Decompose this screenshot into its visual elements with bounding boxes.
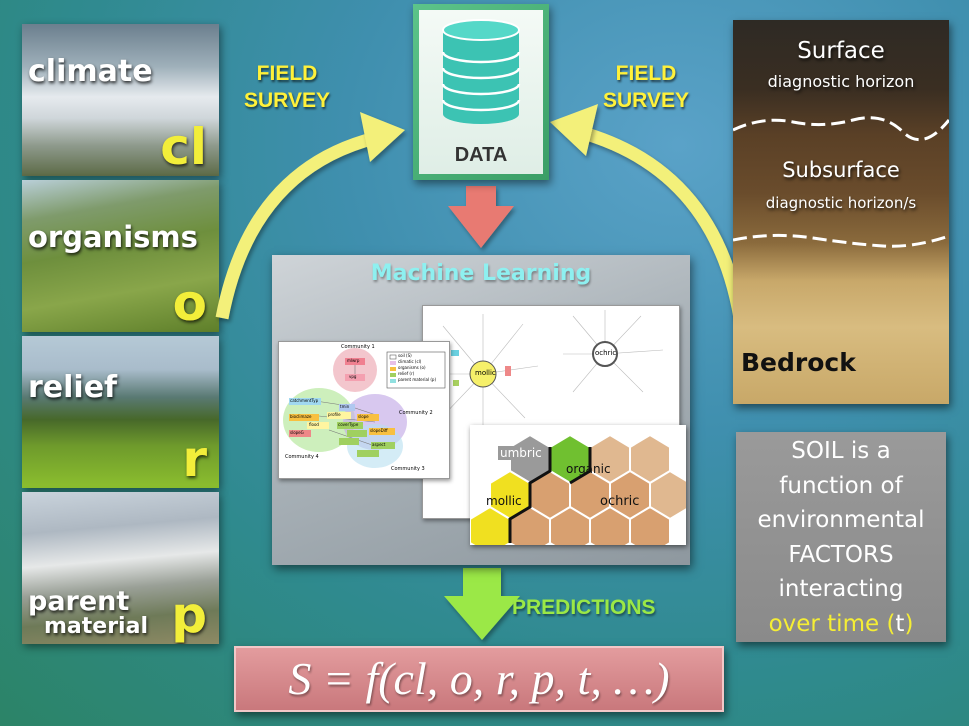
radial-plot	[431, 310, 664, 434]
organisms-panel: organisms o	[22, 180, 219, 332]
soil-function-box: SOIL is a function of environmental FACT…	[736, 432, 946, 642]
ml-title: Machine Learning	[370, 261, 592, 286]
climate-panel: climate cl	[22, 24, 219, 176]
surface-label: Surface	[797, 38, 885, 64]
surface-sub-label: diagnostic horizon	[767, 72, 915, 91]
hex-label-mollic: mollic	[486, 494, 522, 508]
graph-node: mlwrp	[347, 358, 360, 363]
graph-node: tmin	[340, 404, 350, 409]
community-legend-item: soil (S)	[398, 353, 412, 358]
soil-function-line6: over time (t)	[736, 607, 946, 642]
community-legend-item: parent material (p)	[398, 377, 437, 382]
community-label-4: Community 4	[285, 454, 319, 460]
subsurface-sub-label: diagnostic horizon/s	[765, 194, 917, 212]
left-survey-arrow	[215, 131, 377, 320]
field-survey-left-line1: FIELD	[256, 62, 318, 85]
data-box: DATA	[413, 4, 549, 180]
community-graph-card: Community 1 Community 2 Community 3 Comm…	[278, 341, 450, 479]
graph-node: vpg	[349, 374, 357, 379]
relief-panel: relief r	[22, 336, 219, 488]
graph-node: flood	[309, 422, 319, 427]
field-survey-left: FIELD SURVEY	[244, 60, 330, 114]
community-legend-item: climatic (cl)	[398, 359, 422, 364]
soil-function-line2: function of	[779, 472, 903, 499]
formula-box: S = f(cl, o, r, p, t, …)	[234, 646, 724, 712]
graph-node: aspect	[372, 442, 386, 447]
parent-material-panel: parent material p	[22, 492, 219, 644]
organisms-letter: o	[172, 274, 207, 332]
data-box-inner: DATA	[419, 10, 543, 174]
horizon-boundaries	[733, 116, 949, 248]
bedrock-label: Bedrock	[741, 348, 856, 377]
graph-node: slope	[358, 414, 369, 419]
community-label-3: Community 3	[391, 466, 425, 472]
over-time-close: )	[904, 610, 914, 637]
data-to-ml-arrow	[448, 186, 514, 248]
climate-letter: cl	[160, 118, 207, 176]
community-legend-item: relief (r)	[398, 371, 415, 376]
graph-node: slopeG	[290, 430, 304, 435]
parent-material-letter: p	[171, 586, 207, 644]
field-survey-right-line1: FIELD	[615, 62, 677, 85]
database-icon	[441, 19, 521, 124]
field-survey-right: FIELD SURVEY	[603, 60, 689, 114]
community-legend: soil (S) climatic (cl) organisms (o) rel…	[398, 353, 436, 383]
soil-function-line1: SOIL is a	[791, 438, 891, 464]
hex-label-umbric: umbric	[498, 446, 544, 460]
community-label-2: Community 2	[399, 410, 433, 416]
climate-label: climate	[28, 54, 153, 89]
community-legend-item: organisms (o)	[398, 365, 426, 370]
over-time-text: over time (	[768, 610, 896, 637]
time-variable: t	[895, 610, 905, 637]
parent-material-label-1: parent	[28, 586, 130, 617]
data-label: DATA	[454, 144, 508, 166]
predictions-label: PREDICTIONS	[512, 596, 656, 619]
field-survey-left-line2: SURVEY	[244, 89, 330, 112]
soil-profile-image: Surface diagnostic horizon Subsurface di…	[733, 20, 949, 404]
graph-node: slopeDiff	[370, 428, 388, 433]
hex-map-card: umbric organic mollic ochric	[470, 425, 686, 545]
relief-label: relief	[28, 370, 118, 405]
left-survey-arrowhead	[360, 112, 405, 162]
organisms-label: organisms	[28, 220, 198, 254]
predictions-arrow	[444, 568, 520, 640]
relief-letter: r	[182, 430, 207, 488]
graph-node: bioclimaze	[290, 414, 312, 419]
graph-node: catchmentTyp	[290, 398, 319, 403]
subsurface-label: Subsurface	[782, 158, 900, 182]
community-graph	[283, 348, 446, 468]
soil-function-line3: environmental	[757, 507, 925, 533]
right-survey-arrowhead	[550, 104, 598, 156]
radial-label-mollic: mollic	[475, 369, 496, 377]
field-survey-right-line2: SURVEY	[603, 89, 689, 112]
graph-node: coverType	[338, 422, 359, 427]
formula-text: S = f(cl, o, r, p, t, …)	[288, 653, 670, 704]
parent-material-label-2: material	[44, 614, 148, 639]
right-survey-arrow	[578, 125, 747, 320]
community-label-1: Community 1	[341, 344, 375, 350]
soil-function-line4: FACTORS	[788, 541, 894, 568]
hex-map	[470, 433, 686, 545]
hex-label-ochric: ochric	[600, 494, 640, 509]
graph-node: profile	[328, 412, 341, 417]
hex-label-organic: organic	[566, 462, 611, 476]
radial-label-ochric: ochric	[595, 349, 617, 357]
ml-box: Machine Learning mollic ochric	[272, 255, 690, 565]
soil-function-line5: interacting	[778, 576, 904, 602]
